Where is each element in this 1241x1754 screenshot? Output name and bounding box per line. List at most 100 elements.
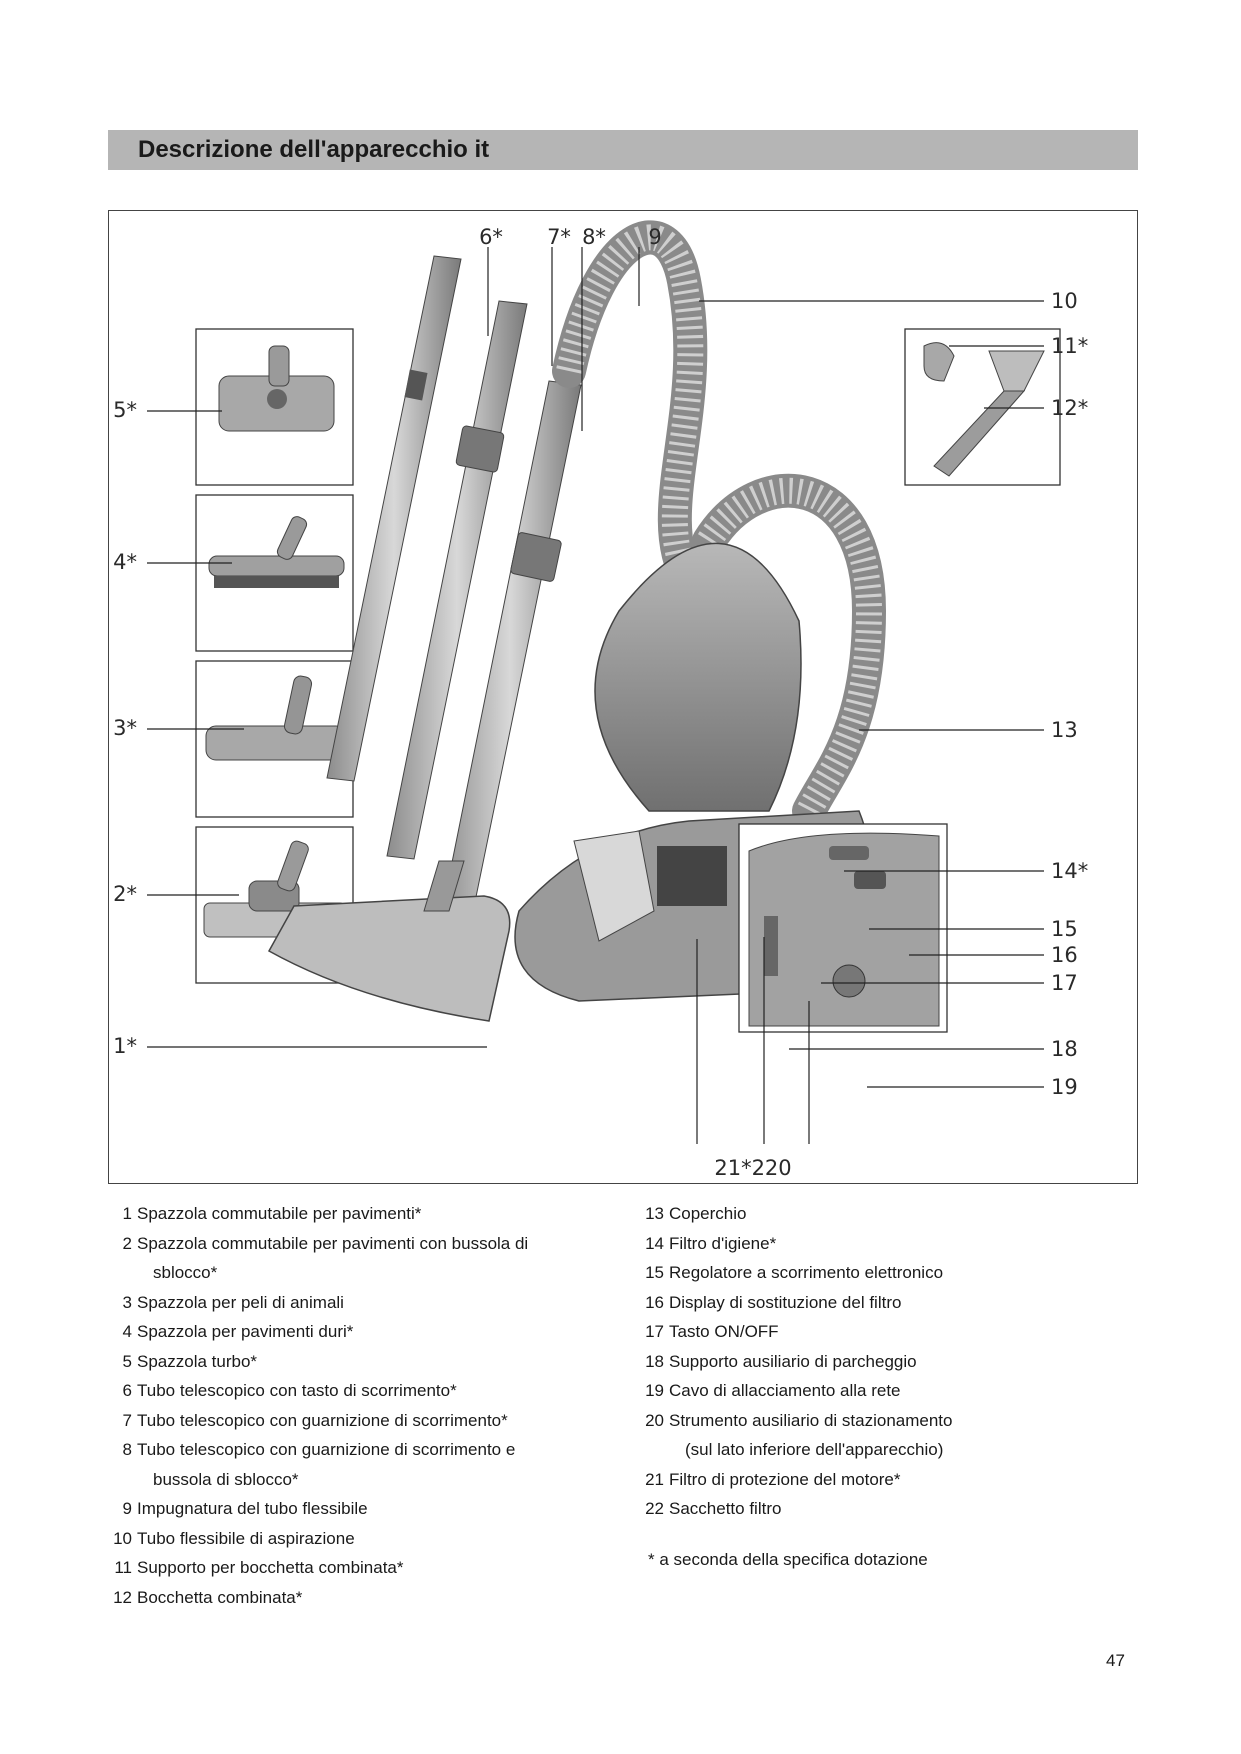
appliance-diagram: 5* 4* 3* 2* 1* 6* 7* 8* 9 10 11* 12* 13 … <box>108 210 1138 1184</box>
legend-number: 18 <box>645 1351 664 1371</box>
telescopic-tube-6 <box>326 255 462 782</box>
callout-19: 19 <box>1051 1075 1078 1099</box>
callout-16: 16 <box>1051 943 1078 967</box>
legend-continuation: (sul lato inferiore dell'apparecchio) <box>685 1440 944 1459</box>
legend-text: Display di sostituzione del filtro <box>669 1292 902 1312</box>
legend-text: Tubo flessibile di aspirazione <box>137 1528 355 1548</box>
legend-text: Spazzola turbo* <box>137 1351 258 1371</box>
legend-number: 9 <box>122 1499 132 1518</box>
legend-item: 17 Tasto ON/OFF <box>640 1317 1100 1347</box>
legend-text: Spazzola per pavimenti duri* <box>137 1322 354 1341</box>
floor-nozzle-1 <box>267 860 511 1022</box>
callout-2: 2* <box>113 882 137 906</box>
legend-item: 13 Coperchio <box>640 1199 1100 1229</box>
legend-text: Supporto per bocchetta combinata* <box>137 1558 404 1577</box>
detail-inset <box>738 823 948 1033</box>
legend-item: 1 Spazzola commutabile per pavimenti* <box>108 1199 588 1229</box>
legend-text: Spazzola commutabile per pavimenti con b… <box>137 1233 529 1253</box>
footnote: * a seconda della specifica dotazione <box>648 1550 928 1569</box>
legend-text: Tubo telescopico con guarnizione di scor… <box>137 1440 516 1459</box>
legend-number: 15 <box>645 1263 664 1282</box>
nozzle-box-5 <box>195 328 354 486</box>
legend-number: 22 <box>645 1499 664 1518</box>
legend-number: 10 <box>113 1528 132 1548</box>
legend-item: 11 Supporto per bocchetta combinata* <box>108 1553 588 1583</box>
callout-1: 1* <box>113 1034 137 1058</box>
nozzle-box-4 <box>195 494 354 652</box>
callout-10: 10 <box>1051 289 1078 313</box>
legend-number: 4 <box>122 1322 132 1341</box>
legend-text: Sacchetto filtro <box>669 1499 782 1518</box>
callout-4: 4* <box>113 550 137 574</box>
legend-number: 16 <box>645 1292 664 1312</box>
legend-item: 8 Tubo telescopico con guarnizione di sco… <box>108 1435 588 1465</box>
legend-item: 4 Spazzola per pavimenti duri* <box>108 1317 588 1347</box>
callout-17: 17 <box>1051 971 1078 995</box>
accessory-box-11-12 <box>904 328 1061 486</box>
legend-text: Regolatore a scorrimento elettronico <box>669 1263 944 1282</box>
legend-item: 19 Cavo di allacciamento alla rete <box>640 1376 1100 1406</box>
leader-lines <box>147 247 1044 1144</box>
legend-item: 6 Tubo telescopico con tasto di scorrimen… <box>108 1376 588 1406</box>
telescopic-tube-7 <box>386 300 528 860</box>
callout-21-22-20: 21*220 <box>714 1156 791 1180</box>
callout-18: 18 <box>1051 1037 1078 1061</box>
page-title: Descrizione dell'apparecchio it <box>138 136 490 163</box>
page-number: 47 <box>1106 1651 1125 1670</box>
legend-continuation: bussola di sblocco* <box>153 1469 299 1489</box>
legend-number: 7 <box>122 1410 132 1430</box>
legend-item: 22 Sacchetto filtro <box>640 1494 1100 1524</box>
vacuum-illustration: 5* 4* 3* 2* 1* 6* 7* 8* 9 10 11* 12* 13 … <box>113 220 1088 1180</box>
legend-number: 5 <box>122 1351 132 1371</box>
nozzle-box-3 <box>195 660 354 818</box>
callout-7: 7* <box>547 225 571 249</box>
callout-9: 9 <box>648 225 661 249</box>
legend-number: 1 <box>122 1204 132 1223</box>
legend-text: Bocchetta combinata* <box>137 1587 303 1607</box>
legend-text: Impugnatura del tubo flessibile <box>137 1499 368 1518</box>
callout-15: 15 <box>1051 917 1078 941</box>
legend-number: 11 <box>114 1558 132 1577</box>
legend-text: Cavo di allacciamento alla rete <box>669 1381 901 1400</box>
legend-text: Spazzola per peli di animali <box>137 1292 344 1312</box>
legend-text: Filtro di protezione del motore* <box>669 1469 901 1489</box>
legend-number: 8 <box>122 1440 132 1459</box>
legend-number: 3 <box>122 1292 132 1312</box>
callout-6: 6* <box>479 225 503 249</box>
suction-hose <box>552 220 887 828</box>
legend-number: 2 <box>122 1233 132 1253</box>
legend-number: 6 <box>122 1381 132 1400</box>
callout-13: 13 <box>1051 718 1078 742</box>
legend-text: Strumento ausiliario di stazionamento <box>669 1410 953 1430</box>
legend-text: Coperchio <box>669 1204 747 1223</box>
callout-8: 8* <box>582 225 606 249</box>
legend-continuation: sblocco* <box>153 1263 218 1282</box>
callout-11: 11* <box>1051 334 1088 358</box>
legend-number: 17 <box>645 1322 664 1341</box>
legend-text: Tubo telescopico con tasto di scorriment… <box>137 1381 457 1400</box>
legend-number: 12 <box>113 1587 132 1607</box>
legend-number: 13 <box>645 1204 664 1223</box>
legend-item: 15 Regolatore a scorrimento elettronico <box>640 1258 1100 1288</box>
legend-number: 19 <box>645 1381 664 1400</box>
legend-text: Supporto ausiliario di parcheggio <box>669 1351 917 1371</box>
legend-text: Tasto ON/OFF <box>669 1322 779 1341</box>
callout-5: 5* <box>113 398 137 422</box>
section-header: Descrizione dell'apparecchio it <box>108 130 1138 170</box>
legend-number: 21 <box>645 1469 664 1489</box>
legend-item: 9 Impugnatura del tubo flessibile <box>108 1494 588 1524</box>
legend-text: Spazzola commutabile per pavimenti* <box>137 1204 422 1223</box>
